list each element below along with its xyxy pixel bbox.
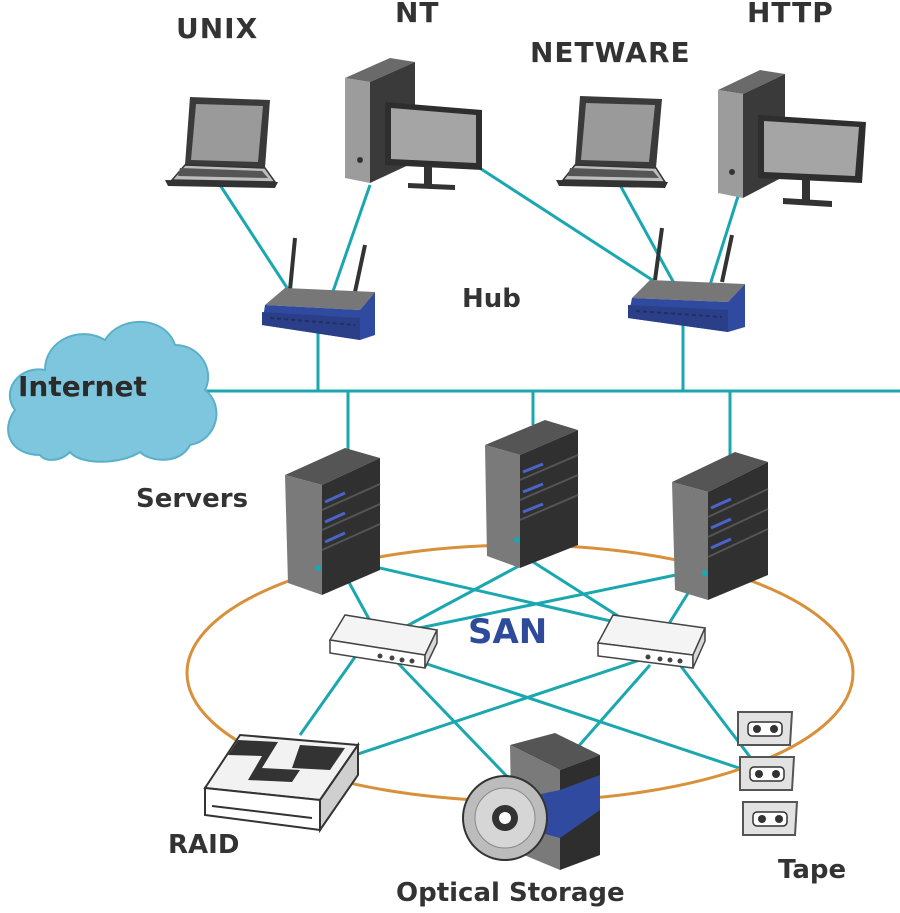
label-optical-storage: Optical Storage [396, 878, 625, 908]
hub-icon-left [262, 237, 375, 340]
san-link-10 [339, 658, 641, 762]
desktop-icon-nt [345, 58, 482, 190]
link-nt-hub2 [474, 163, 661, 287]
label-netware: NETWARE [530, 36, 691, 69]
desktop-icon-http [718, 70, 866, 207]
server-icon-2 [485, 420, 579, 568]
label-servers: Servers [136, 484, 249, 514]
san-link-5 [399, 568, 701, 634]
san-link-12 [678, 664, 762, 771]
cloud-icon [7, 320, 218, 463]
label-san: SAN [468, 612, 548, 652]
label-http: HTTP [747, 0, 834, 29]
link-http-hub2 [708, 189, 742, 286]
label-tape: Tape [778, 855, 847, 885]
label-hub: Hub [462, 284, 521, 314]
server-icon-1 [285, 448, 381, 595]
san-link-9 [399, 653, 761, 777]
san-link-3 [389, 558, 531, 637]
tape-icon-3 [742, 801, 799, 836]
san-switch-icon-left [328, 614, 439, 669]
san-link-7 [298, 649, 362, 736]
server-icon-3 [672, 452, 769, 600]
san-switch-icon-right [596, 614, 707, 669]
link-netware-hub2 [618, 184, 677, 286]
label-unix: UNIX [176, 12, 259, 45]
hub-icon-right [628, 227, 745, 332]
label-internet: Internet [18, 370, 147, 403]
raid-icon [203, 733, 360, 834]
label-raid: RAID [168, 830, 240, 860]
optical-storage-icon [462, 733, 600, 870]
tape-icon-2 [739, 756, 796, 791]
laptop-icon-netware [556, 96, 668, 188]
label-nt: NT [395, 0, 440, 29]
link-nt-hub [328, 184, 372, 301]
san-link-2 [344, 558, 651, 632]
laptop-icon-unix [165, 97, 278, 188]
link-unix-hub [218, 184, 297, 301]
tape-icon-1 [737, 711, 794, 746]
san-link-8 [393, 658, 522, 792]
